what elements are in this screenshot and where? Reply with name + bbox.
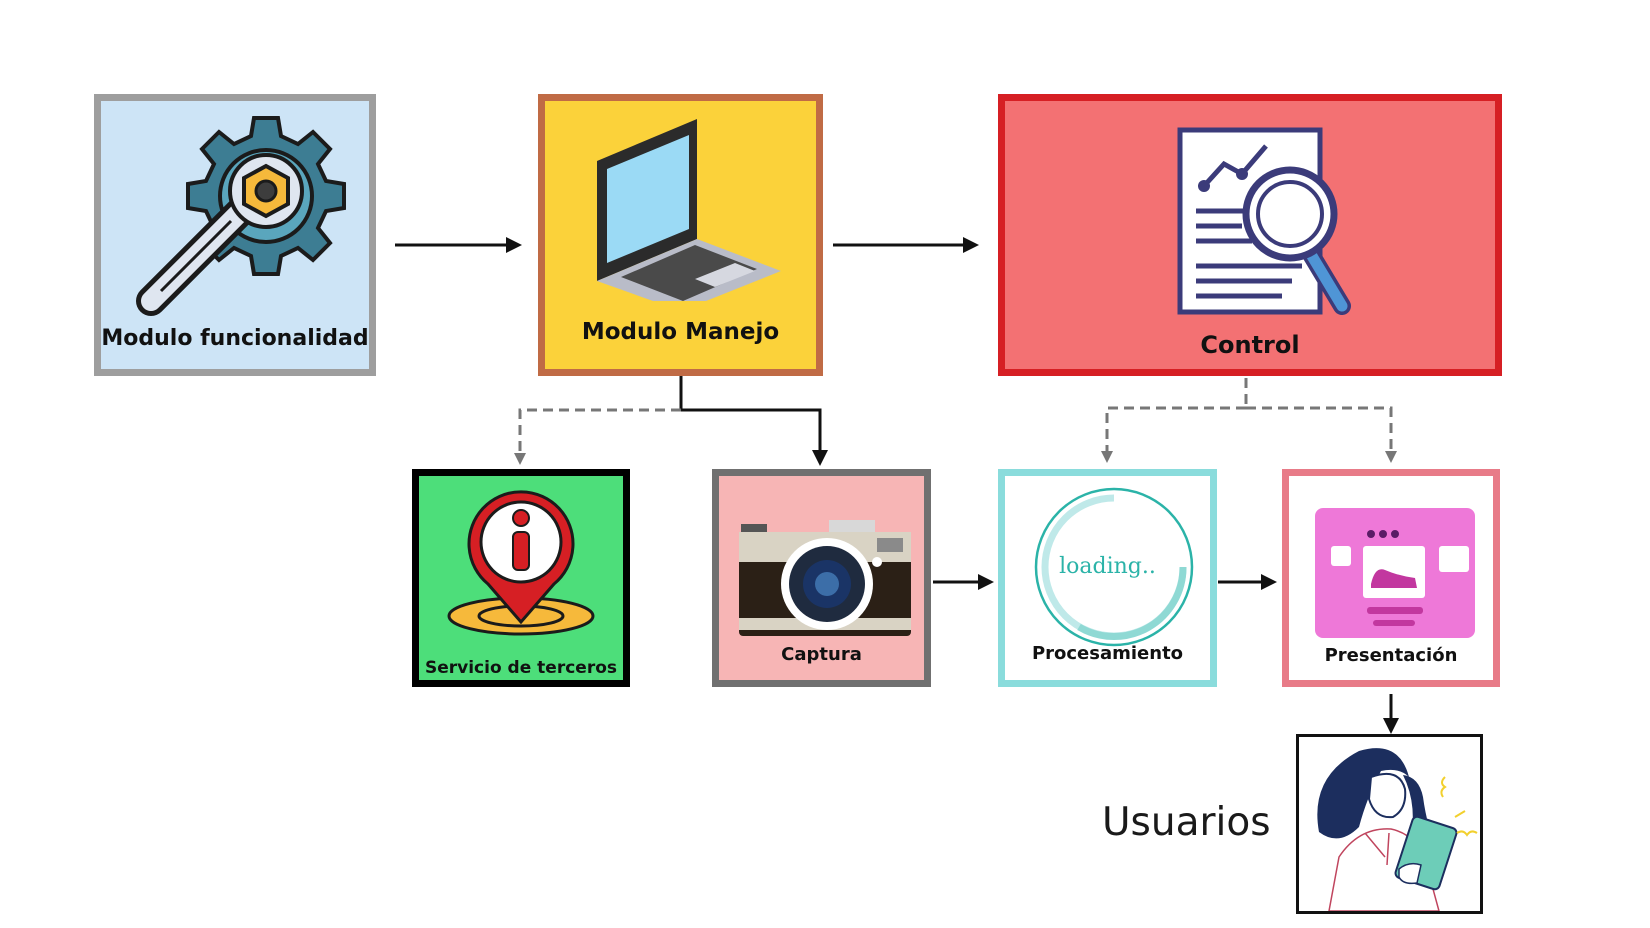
woman-tablet-icon: [1317, 748, 1478, 911]
loading-text: loading..: [1059, 554, 1156, 579]
node-modulo-funcionalidad: Modulo funcionalidad: [94, 94, 376, 376]
node-usuarios: [1296, 734, 1483, 914]
node-label: Presentación: [1324, 645, 1458, 666]
arrow-manejo-to-terceros: [514, 408, 681, 465]
laptop-icon: [597, 119, 781, 301]
report-magnifier-icon: [1177, 127, 1351, 315]
web-showcase-icon: [1315, 508, 1475, 638]
location-info-icon: [447, 490, 595, 636]
arrow-manejo-to-captura: [679, 374, 828, 466]
node-control: Control: [998, 94, 1502, 376]
node-captura: Captura: [712, 469, 931, 687]
node-label: Servicio de terceros: [424, 658, 617, 678]
users-label: Usuarios: [1102, 800, 1271, 845]
node-servicio-terceros: Servicio de terceros: [412, 469, 630, 687]
node-label: Procesamiento: [1031, 643, 1184, 664]
arrow-control-to-procesamiento: [1101, 406, 1246, 463]
node-label: Modulo Manejo: [581, 319, 780, 345]
loading-spinner-icon: [1034, 487, 1194, 647]
node-label: Control: [1200, 331, 1300, 359]
camera-icon: [739, 520, 911, 636]
node-procesamiento: loading.. Procesamiento: [998, 469, 1217, 687]
node-presentacion: Presentación: [1282, 469, 1500, 687]
wrench-gear-icon: [136, 116, 346, 316]
node-label: Modulo funcionalidad: [101, 326, 369, 351]
node-modulo-manejo: Modulo Manejo: [538, 94, 823, 376]
arrow-control-to-presentacion: [1246, 406, 1397, 463]
node-label: Captura: [781, 644, 862, 665]
